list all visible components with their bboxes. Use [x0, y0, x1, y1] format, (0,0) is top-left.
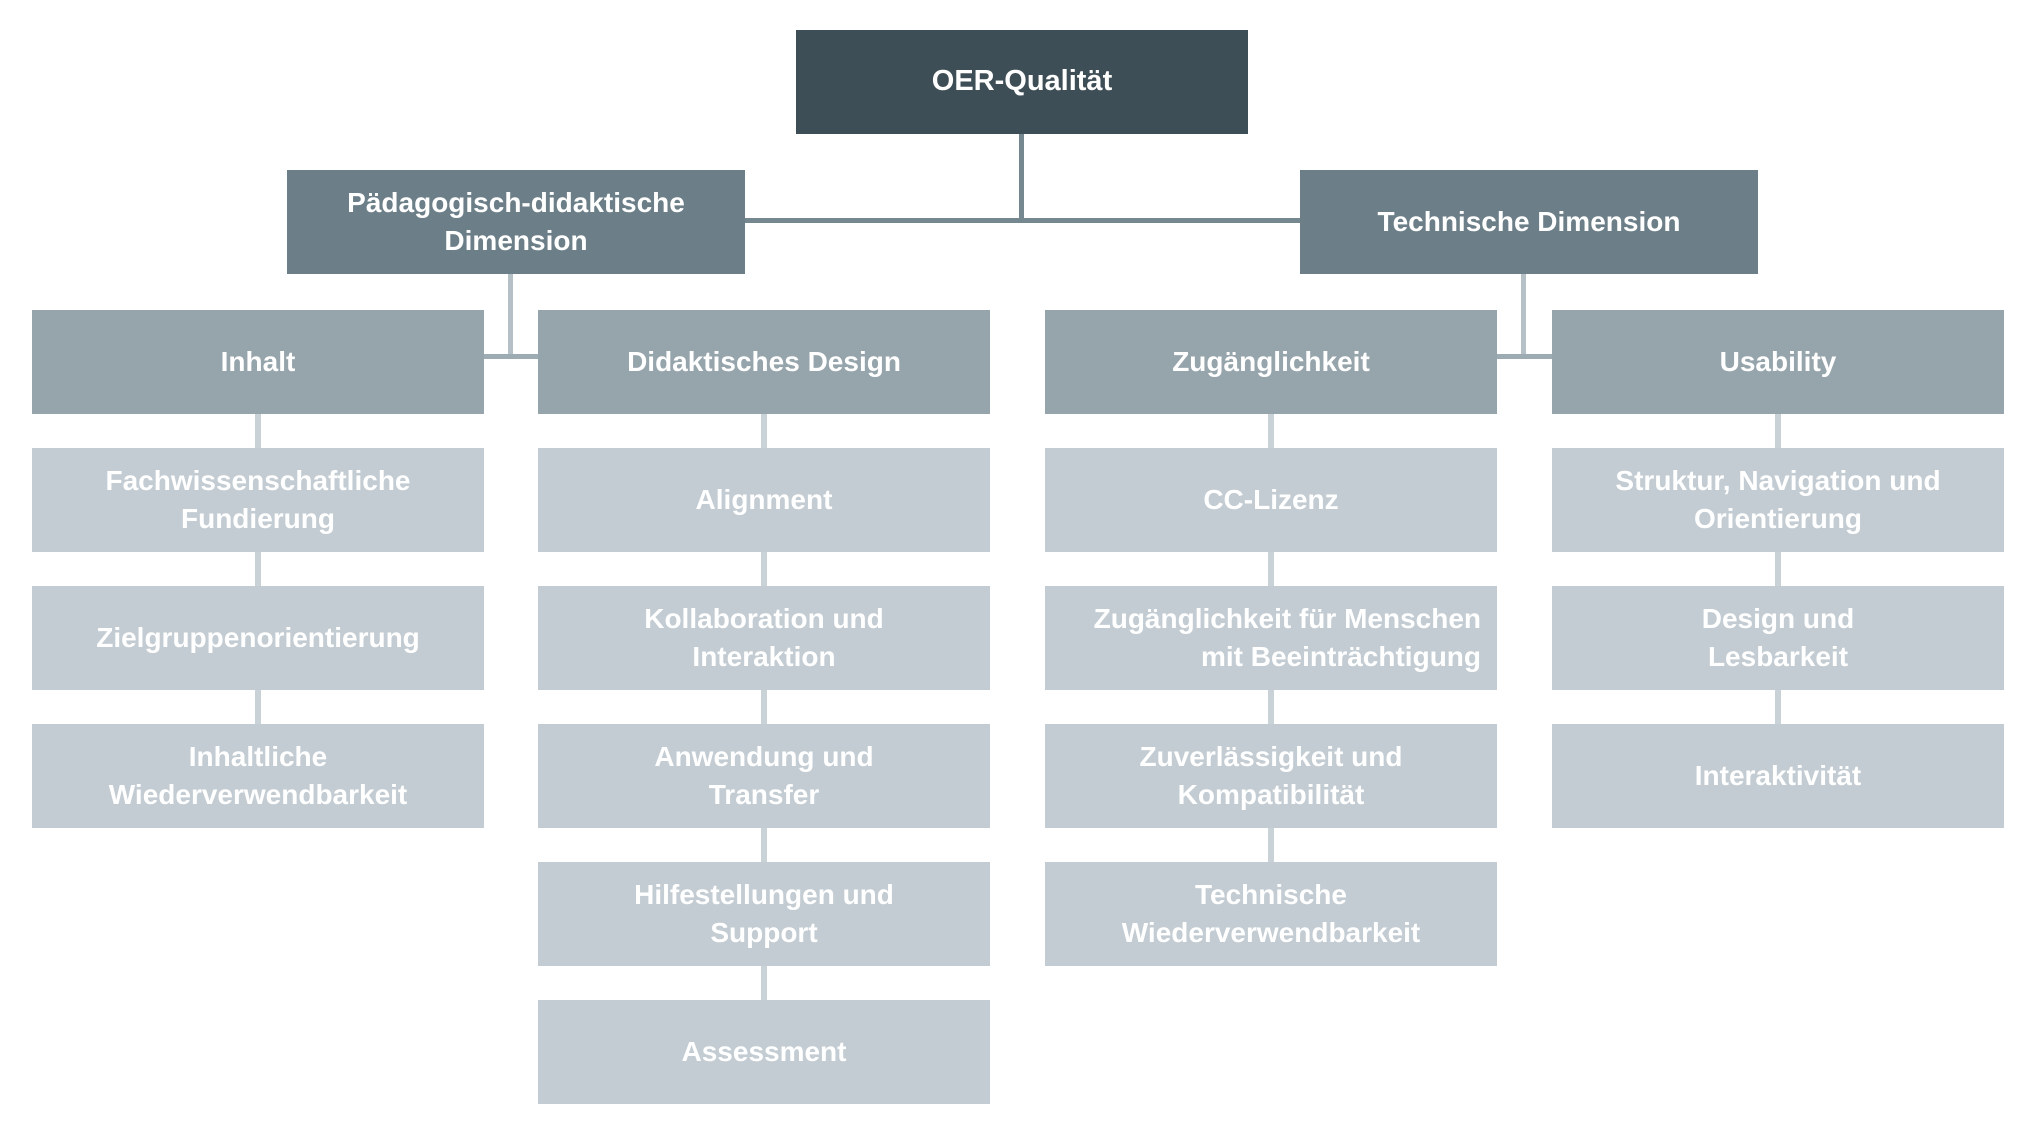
item-box-struktur-navigation-orientierung: Struktur, Navigation und Orientierung	[1552, 448, 2004, 552]
connector-dim-paedagogisch-vertical	[508, 274, 513, 358]
item-box-zugaenglichkeit-fuer-menschen: Zugänglichkeit für Menschen mit Beeinträ…	[1045, 586, 1497, 690]
connector-col3-gap2	[1268, 552, 1274, 586]
connector-col1-gap2	[255, 552, 261, 586]
item-box-assessment: Assessment	[538, 1000, 990, 1104]
connector-root-horizontal	[745, 218, 1300, 223]
item-box-anwendung-und-transfer: Anwendung und Transfer	[538, 724, 990, 828]
item-box-interaktivitaet: Interaktivität	[1552, 724, 2004, 828]
column-header-usability: Usability	[1552, 310, 2004, 414]
connector-col4-gap1	[1775, 414, 1781, 448]
column-header-didaktisches-design: Didaktisches Design	[538, 310, 990, 414]
item-box-cc-lizenz: CC-Lizenz	[1045, 448, 1497, 552]
column-header-zugaenglichkeit: Zugänglichkeit	[1045, 310, 1497, 414]
item-box-fachwissenschaftliche-fundierung: Fachwissenschaftliche Fundierung	[32, 448, 484, 552]
connector-col1-gap1	[255, 414, 261, 448]
column-header-inhalt: Inhalt	[32, 310, 484, 414]
item-box-inhaltliche-wiederverwendbarkeit: Inhaltliche Wiederverwendbarkeit	[32, 724, 484, 828]
item-box-zielgruppenorientierung: Zielgruppenorientierung	[32, 586, 484, 690]
connector-dim-technische-vertical	[1521, 274, 1526, 358]
item-box-technische-wiederverwendbarkeit: Technische Wiederverwendbarkeit	[1045, 862, 1497, 966]
connector-col3-gap3	[1268, 690, 1274, 724]
item-box-zuverlaessigkeit-und-kompatibilitaet: Zuverlässigkeit und Kompatibilität	[1045, 724, 1497, 828]
item-box-hilfestellungen-und-support: Hilfestellungen und Support	[538, 862, 990, 966]
connector-col4-gap3	[1775, 690, 1781, 724]
item-box-design-und-lesbarkeit: Design und Lesbarkeit	[1552, 586, 2004, 690]
connector-col4-gap2	[1775, 552, 1781, 586]
root-box-oer-qualitaet: OER-Qualität	[796, 30, 1248, 134]
connector-col2-gap2	[761, 552, 767, 586]
connector-dim-technische-horizontal	[1497, 354, 1552, 359]
item-box-kollaboration-und-interaktion: Kollaboration und Interaktion	[538, 586, 990, 690]
connector-col3-gap4	[1268, 828, 1274, 862]
connector-col3-gap1	[1268, 414, 1274, 448]
connector-dim-paedagogisch-horizontal	[484, 354, 538, 359]
connector-col2-gap3	[761, 690, 767, 724]
connector-root-vertical	[1019, 134, 1024, 220]
connector-col1-gap3	[255, 690, 261, 724]
connector-col2-gap4	[761, 828, 767, 862]
dimension-box-technisch: Technische Dimension	[1300, 170, 1758, 274]
connector-col2-gap5	[761, 966, 767, 1000]
dimension-box-paedagogisch-didaktisch: Pädagogisch-didaktische Dimension	[287, 170, 745, 274]
item-box-alignment: Alignment	[538, 448, 990, 552]
connector-col2-gap1	[761, 414, 767, 448]
